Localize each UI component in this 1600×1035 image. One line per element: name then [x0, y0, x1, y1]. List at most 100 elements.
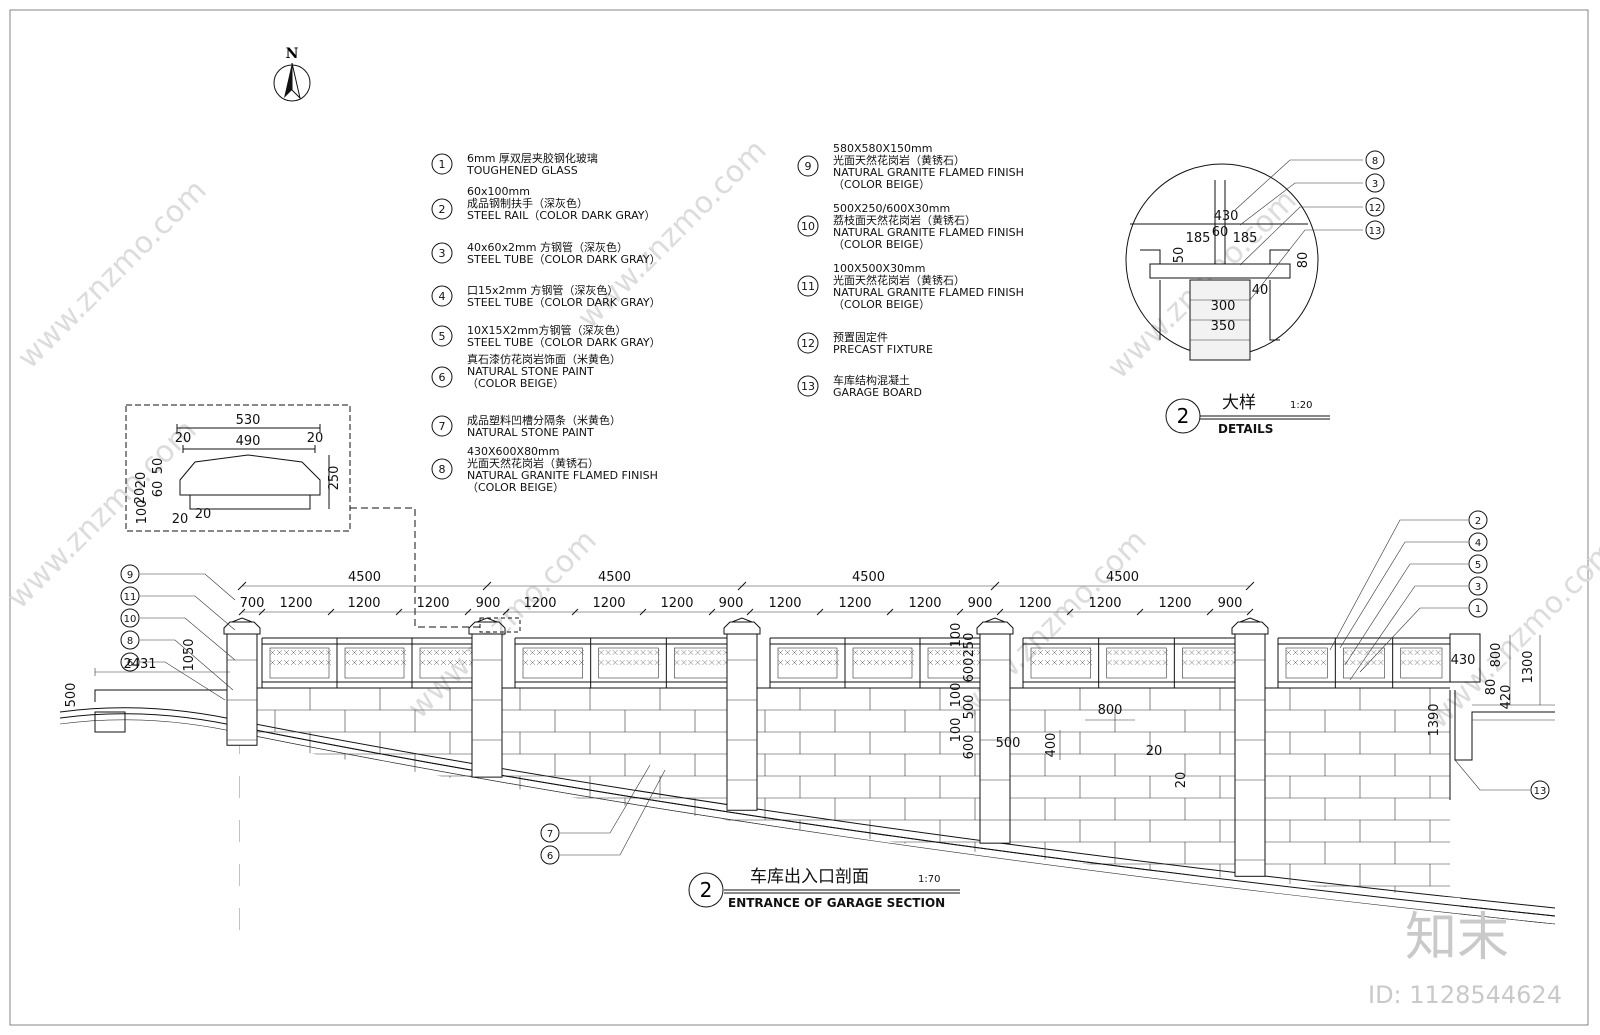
legend-text: PRECAST FIXTURE [833, 343, 933, 356]
legend-text: NATURAL STONE PAINT [467, 426, 594, 439]
section-dim: 1200 [592, 596, 625, 611]
section-title-en: ENTRANCE OF GARAGE SECTION [728, 896, 945, 910]
stone-pier [976, 617, 1014, 844]
section-dim: 1200 [523, 596, 556, 611]
end-pier [1449, 633, 1481, 683]
section-dim: 800 [1489, 643, 1504, 668]
legend-text: （COLOR BEIGE） [467, 481, 564, 494]
section-dim: 4500 [852, 570, 885, 585]
section-dim: 500 [962, 695, 977, 720]
section-dim: 430 [1451, 653, 1476, 668]
section-dim: 400 [1044, 733, 1059, 758]
cap-dim: 490 [236, 434, 261, 449]
section-dim: 600 [962, 735, 977, 760]
section-dim: 1200 [768, 596, 801, 611]
legend-text: 40x60x2mm 方钢管（深灰色） [467, 240, 628, 254]
legend-number: 3 [439, 247, 446, 260]
legend-text: GARAGE BOARD [833, 386, 922, 399]
stone-pier [223, 617, 261, 746]
section-dim: 20 [1174, 772, 1189, 789]
detail-dim: 40 [1252, 283, 1269, 298]
section-dim: 1200 [416, 596, 449, 611]
legend-text: 580X580X150mm [833, 142, 933, 155]
stone-pier [723, 617, 761, 811]
legend-text: 60x100mm [467, 185, 530, 198]
legend-text: TOUGHENED GLASS [466, 164, 578, 177]
section-dim: 20 [1146, 744, 1163, 759]
legend-text: STEEL TUBE（COLOR DARK GRAY） [467, 336, 661, 349]
section-dim: 4500 [598, 570, 631, 585]
section-dim: 900 [476, 596, 501, 611]
detail-dim: 300 [1211, 299, 1236, 314]
section-dim: 900 [968, 596, 993, 611]
legend-number: 7 [439, 420, 446, 433]
legend-text: NATURAL STONE PAINT [467, 365, 594, 378]
section-callout: 8 [127, 636, 133, 647]
legend-text: STEEL RAIL（COLOR DARK GRAY） [467, 209, 655, 222]
section-callout: 7 [547, 829, 553, 840]
drain [94, 711, 126, 733]
section-extra-dims: 2431 1050 500 100 250 600 100 500 100 60… [64, 623, 1541, 789]
legend-number: 12 [801, 337, 815, 350]
detail-dim: 430 [1214, 209, 1239, 224]
section-callout: 10 [124, 614, 137, 625]
cap-dim: 60 [151, 481, 166, 498]
cap-dim: 250 [327, 466, 342, 491]
section-dim: 1200 [908, 596, 941, 611]
ramp-surface [59, 707, 1556, 909]
garage-board [1454, 690, 1555, 761]
detail-dim: 185 [1233, 231, 1258, 246]
section-scale: 1:70 [918, 874, 940, 885]
section-callout: 11 [124, 592, 137, 603]
section-dim: 900 [719, 596, 744, 611]
cap-marker [479, 617, 521, 633]
cap-dim: 20 [134, 472, 149, 489]
section-dim: 1200 [1088, 596, 1121, 611]
cap-dim: 20 [172, 512, 189, 527]
section-dim: 1300 [1521, 650, 1536, 683]
legend-text: NATURAL GRANITE FLAMED FINISH [833, 226, 1024, 239]
north-label: N [286, 46, 299, 62]
section-callout: 1 [1475, 604, 1481, 615]
section-dim: 500 [64, 683, 79, 708]
section-title-cn: 车库出入口剖面 [750, 867, 869, 887]
section-dim: 700 [240, 596, 265, 611]
detail-dim: 60 [1212, 225, 1229, 240]
section-callout: 5 [1475, 560, 1481, 571]
cap-detail: 530 490 20 20 20 20 50 60 20 100 20 250 [125, 404, 480, 628]
legend-text: 100X500X30mm [833, 262, 926, 275]
legend-text: 6mm 厚双层夹胶钢化玻璃 [467, 151, 598, 165]
cap-dim: 530 [236, 413, 261, 428]
legend-number: 8 [439, 463, 446, 476]
section-dim: 420 [1499, 685, 1514, 710]
section-dim: 800 [1098, 703, 1123, 718]
legend-text: 口15x2mm 方钢管（深灰色） [467, 283, 618, 297]
detail-title-en: DETAILS [1218, 422, 1273, 436]
image-id: ID: 1128544624 [1368, 981, 1562, 1009]
section-dim: 1200 [347, 596, 380, 611]
section-dim: 2431 [123, 657, 156, 672]
legend-number: 5 [439, 330, 446, 343]
detail-scale: 1:20 [1290, 400, 1312, 411]
section-callout: 13 [1534, 786, 1547, 797]
cap-dim: 20 [175, 431, 192, 446]
detail-dim: 80 [1296, 252, 1311, 269]
section-dim: 100 [949, 623, 964, 648]
legend-text: STEEL TUBE（COLOR DARK GRAY） [467, 253, 661, 266]
legend-text: （COLOR BEIGE） [833, 298, 930, 311]
legend-number: 9 [805, 160, 812, 173]
legend-number: 13 [801, 380, 815, 393]
section-dim: 1390 [1427, 703, 1442, 736]
glass-railing [769, 637, 995, 689]
cap-dim: 20 [195, 507, 212, 522]
